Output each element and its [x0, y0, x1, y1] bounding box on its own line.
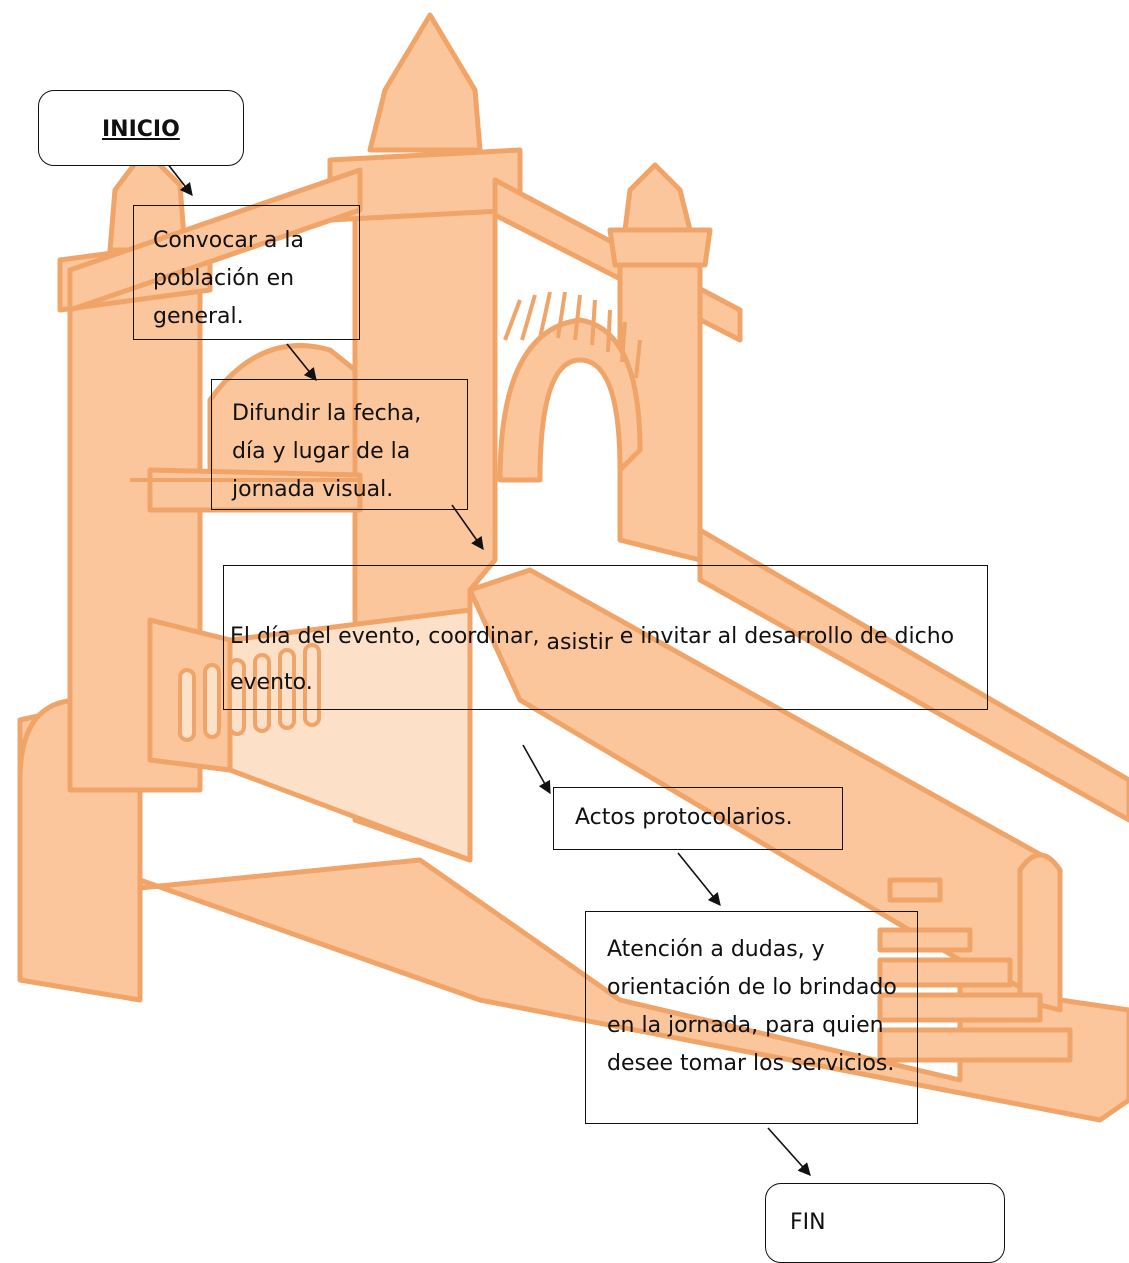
start-node: INICIO	[38, 90, 244, 166]
step-atencion-text: Atención a dudas, y orientación de lo br…	[607, 937, 897, 1076]
step-dia-evento: El día del evento, coordinar, asistir e …	[223, 565, 988, 710]
step-difundir: Difundir la fecha, día y lugar de la jor…	[211, 379, 468, 510]
step-actos-text: Actos protocolarios.	[575, 805, 793, 830]
building-watermark-icon	[17, 12, 1129, 1123]
step3-text-part2: e invitar al desarrollo de dicho evento.	[230, 624, 955, 695]
step3-text-raised: asistir	[546, 630, 613, 655]
end-node: FIN	[765, 1183, 1005, 1263]
step-convocar: Convocar a la población en general.	[133, 205, 360, 340]
step-difundir-text: Difundir la fecha, día y lugar de la jor…	[232, 401, 422, 502]
step-convocar-text: Convocar a la población en general.	[153, 228, 304, 329]
end-label: FIN	[790, 1210, 826, 1235]
step-actos: Actos protocolarios.	[553, 787, 843, 850]
step3-text-part1: El día del evento, coordinar,	[230, 624, 547, 649]
step-atencion: Atención a dudas, y orientación de lo br…	[585, 911, 918, 1124]
step-dia-evento-text: El día del evento, coordinar, asistir e …	[230, 614, 980, 706]
start-label: INICIO	[102, 117, 180, 142]
